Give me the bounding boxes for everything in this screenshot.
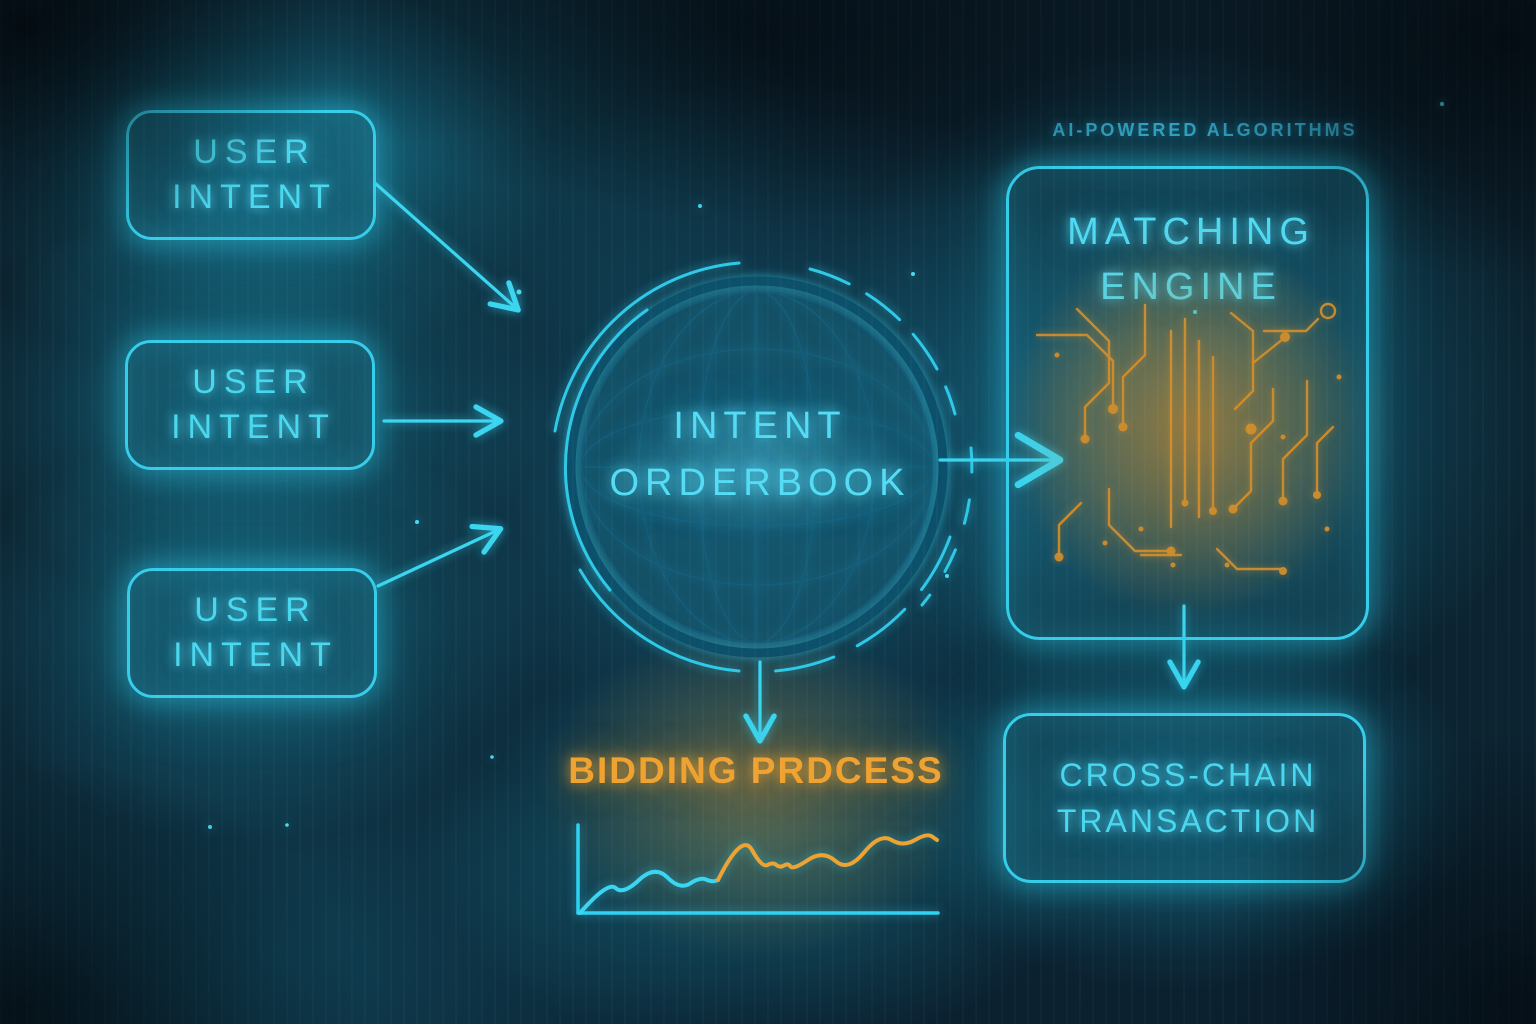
circuit-board-icon — [1035, 302, 1342, 575]
cross-chain-line1: CROSS-CHAIN — [1059, 756, 1317, 793]
arrow-user3-to-orderbook — [376, 523, 504, 588]
bidding-process-label: BIDDING PRDCESS — [568, 750, 944, 791]
cross-chain-line2: TRANSACTION — [1056, 803, 1320, 839]
ai-algorithms-caption: AI-POWERED ALGORITHMS — [1052, 120, 1358, 140]
cross-chain-node: CROSS-CHAIN TRANSACTION — [1003, 713, 1366, 883]
matching-engine-node: MATCHING ENGINE — [1006, 166, 1369, 640]
bidding-trend-chart — [576, 823, 940, 915]
orderbook-line2: ORDERBOOK — [609, 462, 911, 504]
orderbook-label: INTENT ORDERBOOK — [537, 398, 977, 512]
arrow-user1-to-orderbook — [374, 182, 521, 313]
orderbook-line1: INTENT — [673, 405, 847, 447]
engine-line1: MATCHING — [1067, 211, 1315, 253]
